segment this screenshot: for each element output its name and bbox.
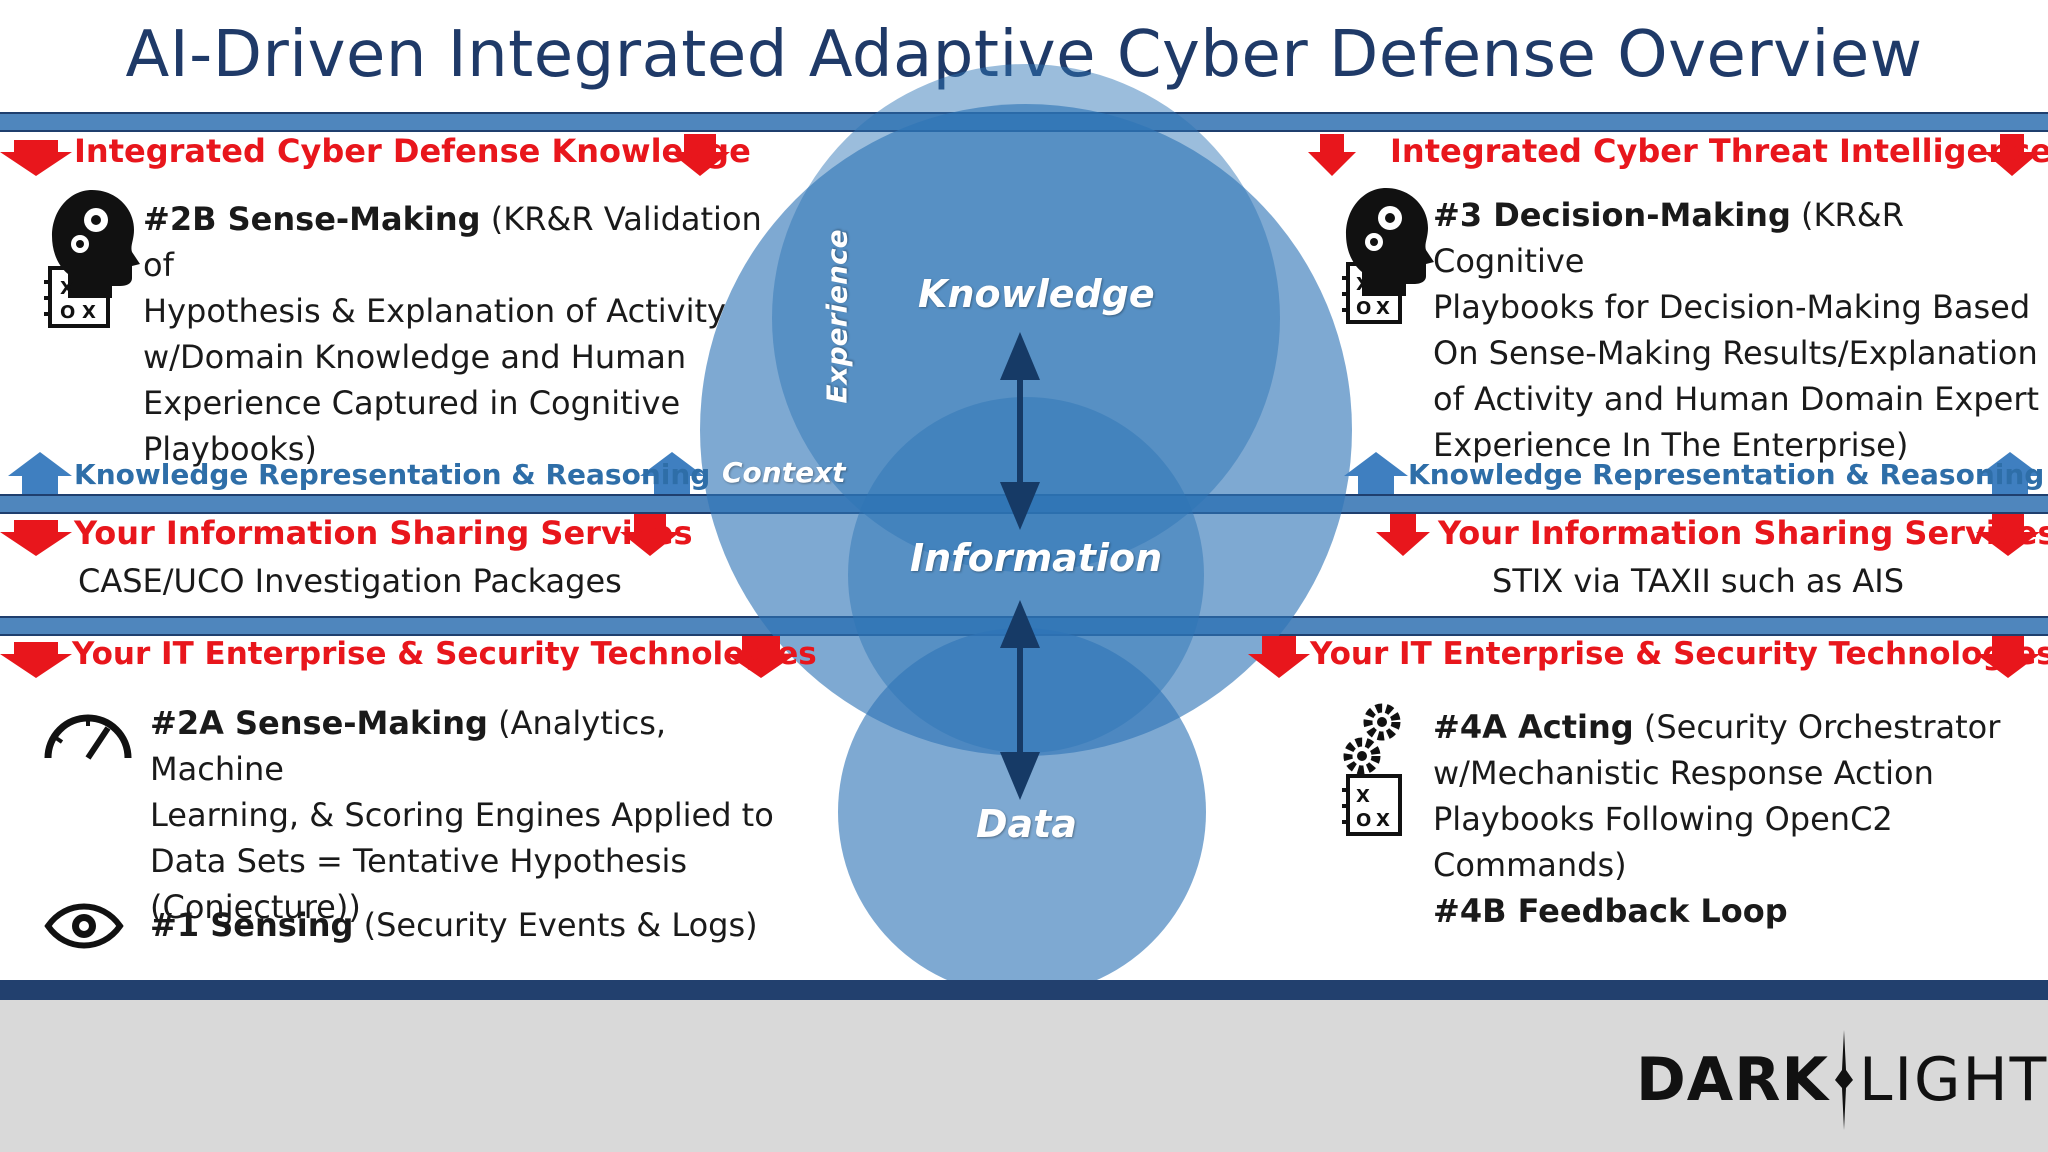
down-arrow-icon bbox=[1976, 636, 2040, 678]
acting-line-4: Commands) bbox=[1433, 846, 1627, 884]
venn-information-label: Information bbox=[910, 536, 1163, 580]
left-krr-label: Knowledge Representation & Reasoning bbox=[74, 458, 711, 491]
darklight-logo: DARK LIGHT TM bbox=[1636, 1030, 2048, 1130]
svg-text:O: O bbox=[1356, 298, 1371, 319]
svg-text:X: X bbox=[60, 278, 74, 299]
right-acting: #4A Acting (Security Orchestrator w/Mech… bbox=[1433, 704, 2043, 934]
footer bbox=[0, 1000, 2048, 1152]
gears-icon bbox=[1343, 703, 1401, 775]
up-arrow-icon bbox=[1978, 452, 2042, 494]
acting-line-3: Playbooks Following OpenC2 bbox=[1433, 800, 1893, 838]
down-arrow-icon bbox=[1308, 134, 1356, 176]
right-info-header: Your Information Sharing Services bbox=[1438, 514, 2048, 552]
sensing-heading: #1 Sensing bbox=[150, 906, 354, 944]
knowledge-circle bbox=[772, 64, 1280, 572]
knowledge-information-arrow bbox=[1000, 332, 1040, 530]
left-knowledge-header: Integrated Cyber Defense Knowledge bbox=[74, 132, 751, 170]
playbook-icon: X O X bbox=[1342, 774, 1402, 836]
right-it-header: Your IT Enterprise & Security Technologi… bbox=[1310, 636, 2048, 672]
down-arrow-icon bbox=[620, 514, 680, 556]
svg-text:X: X bbox=[1376, 298, 1390, 319]
venn-experience-label: Experience bbox=[820, 229, 854, 404]
sense-making-2a-line-2: Learning, & Scoring Engines Applied to bbox=[150, 796, 774, 834]
page-title: AI-Driven Integrated Adaptive Cyber Defe… bbox=[125, 18, 1923, 92]
logo-spark-icon bbox=[1834, 1030, 1853, 1130]
left-sensing: #1 Sensing (Security Events & Logs) bbox=[150, 902, 758, 948]
logo-light-text: LIGHT bbox=[1858, 1045, 2048, 1115]
right-info-sub: STIX via TAXII such as AIS bbox=[1492, 562, 1905, 600]
playbook-icon: X O X bbox=[1342, 262, 1402, 324]
sense-making-2b-line-1: (KR&R Validation of bbox=[143, 200, 762, 284]
sensing-text: (Security Events & Logs) bbox=[363, 906, 758, 944]
venn-diagram: X O X X O X bbox=[0, 64, 2042, 996]
playbook-icon: X O X bbox=[44, 266, 110, 328]
down-arrow-icon bbox=[1376, 514, 1430, 556]
left-sense-making-2b: #2B Sense-Making (KR&R Validation of Hyp… bbox=[143, 196, 763, 472]
sense-making-2b-line-5: Playbooks) bbox=[143, 430, 317, 468]
venn-context-label: Context bbox=[722, 456, 846, 489]
logo-dark-text: DARK bbox=[1636, 1045, 1829, 1115]
svg-text:O: O bbox=[1356, 810, 1371, 831]
eye-icon bbox=[44, 903, 124, 949]
sense-making-2a-line-4: (Conjecture)) bbox=[150, 888, 361, 926]
right-decision-making: #3 Decision-Making (KR&R Cognitive Playb… bbox=[1433, 192, 2043, 468]
down-arrow-icon bbox=[0, 520, 72, 556]
right-krr-label: Knowledge Representation & Reasoning bbox=[1408, 458, 2045, 491]
decision-making-line-2: Playbooks for Decision-Making Based bbox=[1433, 288, 2031, 326]
gears-head-icon bbox=[1346, 188, 1434, 296]
down-arrow-icon bbox=[1976, 514, 2040, 556]
svg-text:X: X bbox=[1356, 274, 1370, 295]
right-knowledge-header: Integrated Cyber Threat Intelligence bbox=[1390, 132, 2048, 170]
up-arrow-icon bbox=[1344, 452, 1408, 494]
acting-line-1: (Security Orchestrator bbox=[1643, 708, 2001, 746]
down-arrow-icon bbox=[1248, 636, 1310, 678]
down-arrow-icon bbox=[726, 636, 796, 678]
acting-heading: #4A Acting bbox=[1433, 708, 1634, 746]
down-arrow-icon bbox=[0, 140, 72, 176]
down-arrow-icon bbox=[670, 134, 730, 176]
decision-making-heading: #3 Decision-Making bbox=[1433, 196, 1791, 234]
sense-making-2a-heading: #2A Sense-Making bbox=[150, 704, 488, 742]
venn-data-label: Data bbox=[976, 802, 1077, 846]
down-arrow-icon bbox=[0, 642, 72, 678]
decision-making-line-5: Experience In The Enterprise) bbox=[1433, 426, 1909, 464]
speedometer-icon bbox=[44, 714, 132, 760]
gears-head-icon bbox=[52, 190, 140, 298]
left-info-header: Your Information Sharing Services bbox=[74, 514, 693, 552]
down-arrow-icon bbox=[1984, 134, 2040, 176]
sense-making-2b-line-3: w/Domain Knowledge and Human bbox=[143, 338, 687, 376]
left-it-header: Your IT Enterprise & Security Technologi… bbox=[72, 636, 817, 672]
left-info-sub: CASE/UCO Investigation Packages bbox=[78, 562, 622, 600]
sense-making-2b-heading: #2B Sense-Making bbox=[143, 200, 481, 238]
sense-making-2b-line-4: Experience Captured in Cognitive bbox=[143, 384, 681, 422]
decision-making-line-1: (KR&R Cognitive bbox=[1433, 196, 1904, 280]
svg-text:X: X bbox=[1356, 786, 1370, 807]
svg-text:X: X bbox=[82, 302, 96, 323]
feedback-loop: #4B Feedback Loop bbox=[1433, 892, 1788, 930]
up-arrow-icon bbox=[8, 452, 72, 494]
data-circle bbox=[838, 628, 1206, 996]
information-data-arrow bbox=[1000, 600, 1040, 800]
svg-text:O: O bbox=[60, 302, 75, 323]
decision-making-line-4: of Activity and Human Domain Expert bbox=[1433, 380, 2040, 418]
decision-making-line-3: On Sense-Making Results/Explanation bbox=[1433, 334, 2038, 372]
sense-making-2b-line-2: Hypothesis & Explanation of Activity bbox=[143, 292, 726, 330]
sense-making-2a-line-1: (Analytics, Machine bbox=[150, 704, 667, 788]
bottom-band bbox=[0, 980, 2048, 1000]
sense-making-2a-line-3: Data Sets = Tentative Hypothesis bbox=[150, 842, 688, 880]
up-arrow-icon bbox=[640, 452, 704, 494]
venn-knowledge-label: Knowledge bbox=[918, 272, 1155, 316]
left-sense-making-2a: #2A Sense-Making (Analytics, Machine Lea… bbox=[150, 700, 790, 930]
experience-circle bbox=[700, 104, 1352, 756]
svg-text:X: X bbox=[1376, 810, 1390, 831]
acting-line-2: w/Mechanistic Response Action bbox=[1433, 754, 1934, 792]
